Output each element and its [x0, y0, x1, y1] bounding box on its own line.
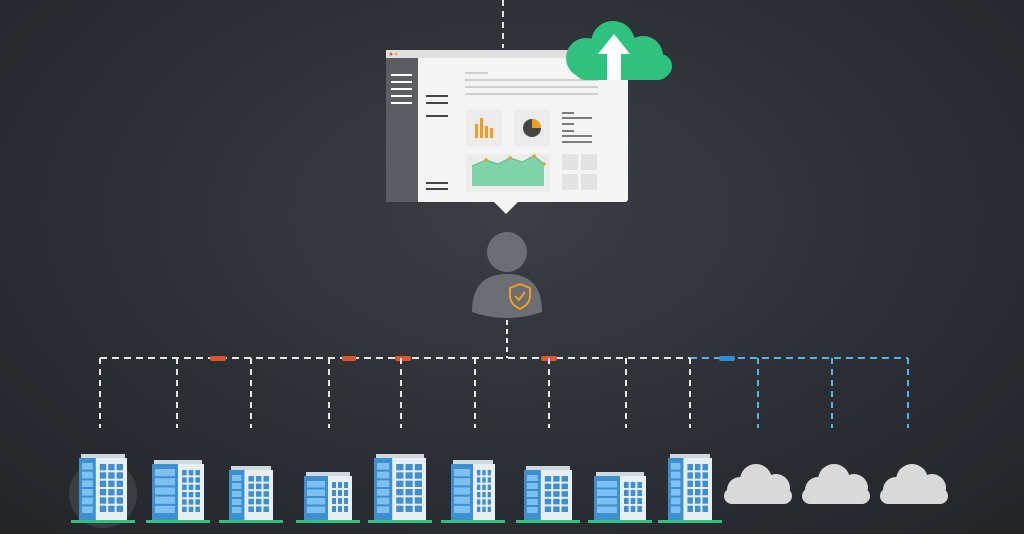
bus-highlights [210, 356, 735, 361]
building-icon [69, 454, 137, 528]
dashboard-pointer [494, 202, 518, 214]
dashboard-sidebar [386, 58, 418, 202]
shield-check-icon [509, 282, 531, 311]
building-icon [658, 454, 722, 523]
sites-row [69, 454, 948, 528]
grid-tiles-icon [562, 154, 597, 190]
area-chart-icon [466, 154, 550, 192]
hamburger-menu-icon [391, 74, 412, 104]
text-placeholder-lines [465, 72, 598, 95]
building-icon [219, 466, 283, 523]
pie-chart-icon [514, 110, 550, 146]
text-block-lines [562, 112, 592, 143]
bar-chart-icon [466, 110, 502, 146]
cloud-icon [880, 464, 948, 504]
building-icon [146, 460, 210, 523]
building-icon [588, 472, 652, 523]
site-drops [99, 358, 909, 428]
building-icon [441, 460, 505, 523]
cloud-icon [802, 464, 870, 504]
building-icon [296, 472, 360, 523]
menu-lines-icon [426, 95, 448, 190]
cloud-upload-icon [566, 21, 672, 80]
user-icon [472, 232, 542, 318]
building-icon [516, 466, 580, 523]
dashboard-window [386, 50, 628, 214]
cloud-icon [724, 464, 792, 504]
building-icon [368, 454, 432, 523]
